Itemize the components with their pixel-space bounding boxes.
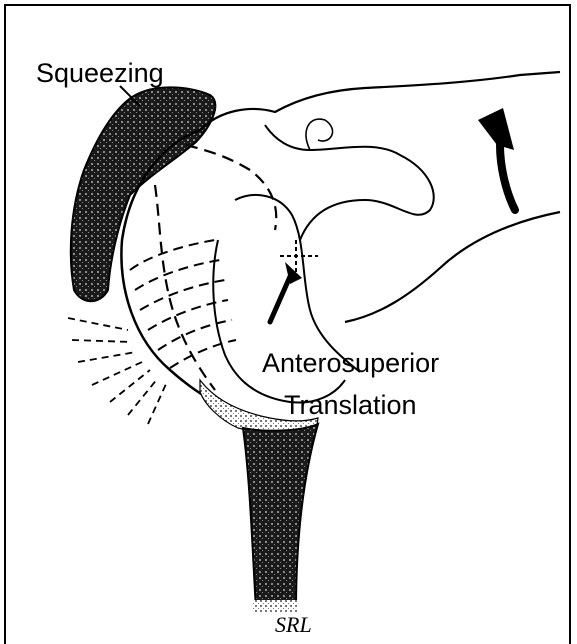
squeezed-tissue <box>71 87 215 301</box>
squeezing-label: Squeezing <box>36 58 164 88</box>
artist-signature: SRL <box>275 612 312 635</box>
process-inner <box>306 119 333 150</box>
scapular-neck <box>243 424 318 610</box>
translation-label-line2: Translation <box>284 390 417 420</box>
process-outline <box>265 125 434 240</box>
translation-label-line1: Anterosuperior <box>262 348 439 378</box>
neck-base-shading <box>252 600 298 612</box>
inner-cartilage <box>213 240 345 403</box>
socket-curve <box>235 195 360 372</box>
center-crosshair <box>280 240 318 272</box>
dashed-outline-1 <box>186 145 276 230</box>
compression-arcs <box>130 240 236 368</box>
pressure-lines <box>68 318 166 424</box>
translation-arrow-shaft <box>270 272 292 322</box>
rotation-arrow-shaft <box>500 145 515 210</box>
rotation-arrow-head <box>478 108 514 150</box>
